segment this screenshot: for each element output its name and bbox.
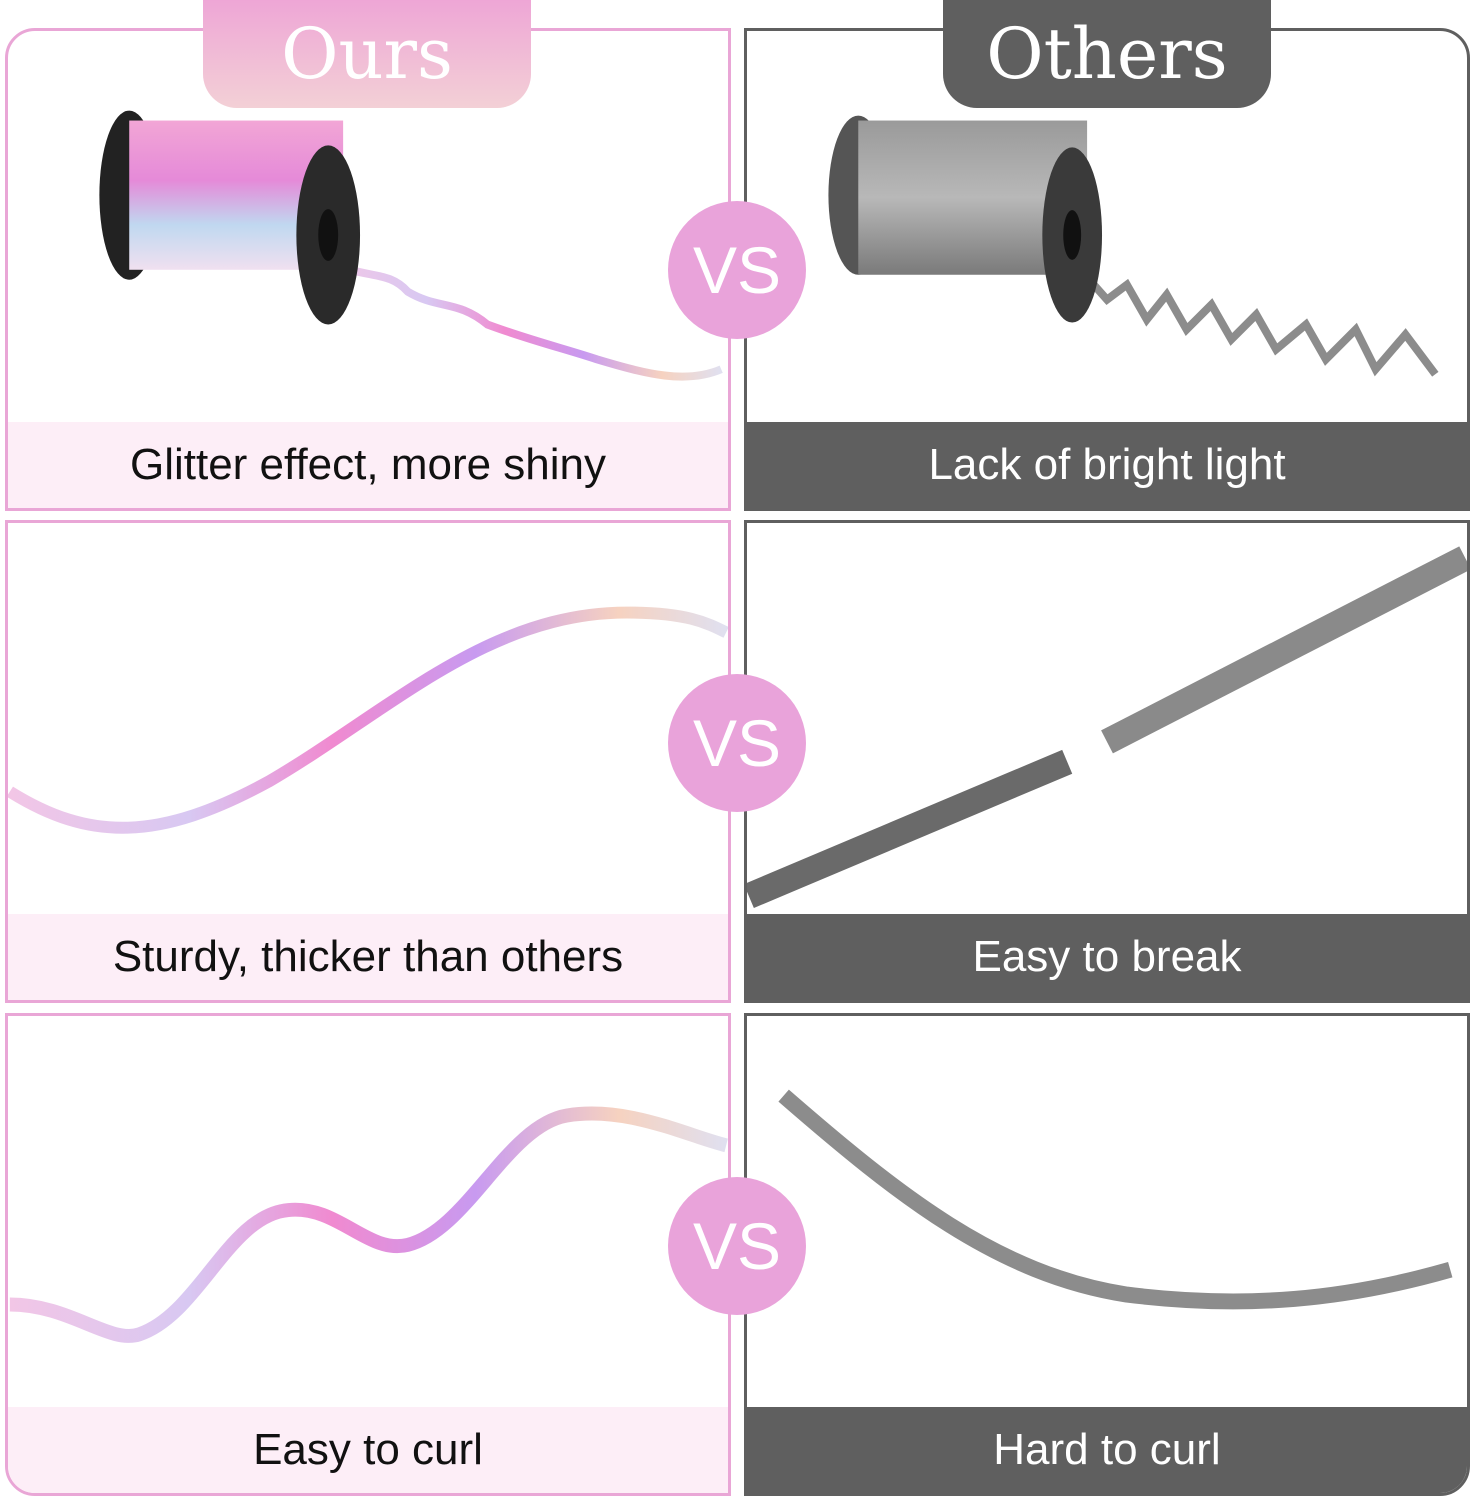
vs-badge-2: VS bbox=[668, 674, 806, 812]
broken-gray-ribbon-image bbox=[747, 546, 1467, 909]
ours-caption-3: Easy to curl bbox=[8, 1407, 728, 1493]
others-header-tab: Others bbox=[943, 0, 1271, 108]
ours-panel-sturdy: Sturdy, thicker than others bbox=[5, 520, 731, 1003]
others-panel-break: Easy to break bbox=[744, 520, 1470, 1003]
vs-badge-3: VS bbox=[668, 1177, 806, 1315]
ours-caption-1: Glitter effect, more shiny bbox=[8, 422, 728, 508]
iridescent-ribbon-image bbox=[8, 606, 728, 834]
iridescent-spool-image bbox=[99, 110, 723, 381]
ours-header-tab: Ours bbox=[203, 0, 531, 108]
others-caption-3: Hard to curl bbox=[747, 1407, 1467, 1493]
ours-panel-curl: Easy to curl bbox=[5, 1013, 731, 1496]
others-panel-curl: Hard to curl bbox=[744, 1013, 1470, 1496]
curled-iridescent-ribbon-image bbox=[9, 1106, 728, 1343]
ours-panel-shine: Glitter effect, more shiny bbox=[5, 28, 731, 511]
ours-caption-2: Sturdy, thicker than others bbox=[8, 914, 728, 1000]
others-caption-2: Easy to break bbox=[747, 914, 1467, 1000]
others-caption-1: Lack of bright light bbox=[747, 422, 1467, 508]
others-panel-shine: Lack of bright light bbox=[744, 28, 1470, 511]
vs-badge-1: VS bbox=[668, 201, 806, 339]
gray-spool-image bbox=[828, 115, 1439, 377]
straight-gray-ribbon-image bbox=[778, 1089, 1453, 1310]
